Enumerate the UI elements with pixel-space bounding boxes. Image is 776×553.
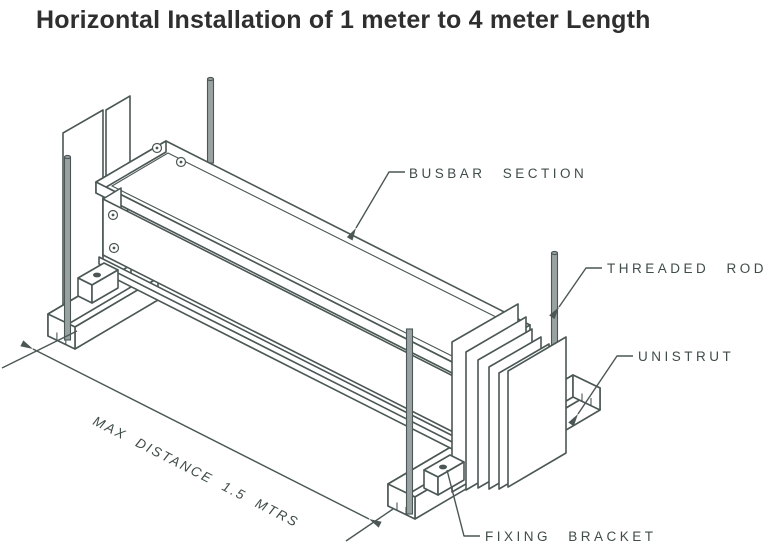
page-title: Horizontal Installation of 1 meter to 4 … — [36, 6, 651, 34]
unistrut-label: UNISTRUT — [638, 349, 734, 364]
threaded-rod-near-front — [405, 328, 414, 515]
leader-unistrut: UNISTRUT — [568, 349, 734, 427]
busbar-end-plates — [451, 303, 567, 493]
threaded-rod-near-back — [550, 250, 559, 346]
busbar-section-label: BUSBAR SECTION — [409, 166, 587, 181]
threaded-rod-far-back — [206, 76, 215, 164]
threaded-rod-label: THREADED ROD — [607, 261, 767, 276]
fixing-bracket-label: FIXING BRACKET — [485, 529, 657, 544]
leader-busbar-section: BUSBAR SECTION — [346, 166, 587, 241]
fixing-bracket-near — [423, 454, 465, 496]
fixing-bracket-far — [77, 262, 119, 304]
leader-threaded-rod: THREADED ROD — [549, 261, 767, 320]
threaded-rod-far-front — [63, 154, 72, 341]
leader-fixing-bracket: FIXING BRACKET — [446, 469, 657, 544]
